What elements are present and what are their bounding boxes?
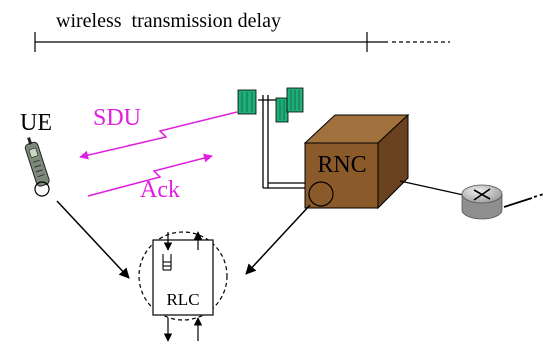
delay-label: wireless transmission delay <box>56 10 281 32</box>
rnc-box <box>303 113 410 210</box>
rlc-label: RLC <box>166 290 199 309</box>
router-icon <box>461 184 503 220</box>
ue-to-rlc-arrow <box>56 200 130 279</box>
rnc-label: RNC <box>317 152 366 178</box>
rnc-to-rlc-arrow <box>245 204 311 275</box>
ack-arrow <box>87 153 213 197</box>
router-outgoing-link-dashed <box>533 193 545 198</box>
mobile-phone-icon <box>24 137 50 197</box>
delay-bracket <box>34 32 450 52</box>
rlc-detail <box>138 231 228 342</box>
router-outgoing-link <box>503 197 533 208</box>
rnc-rlc-marker <box>308 181 334 207</box>
antenna-tower-icon <box>237 87 306 189</box>
sdu-arrow <box>79 111 238 160</box>
ue-label: UE <box>20 110 52 136</box>
sdu-label: SDU <box>93 105 141 131</box>
ack-label: Ack <box>140 177 180 203</box>
rnc-router-link <box>399 180 469 197</box>
